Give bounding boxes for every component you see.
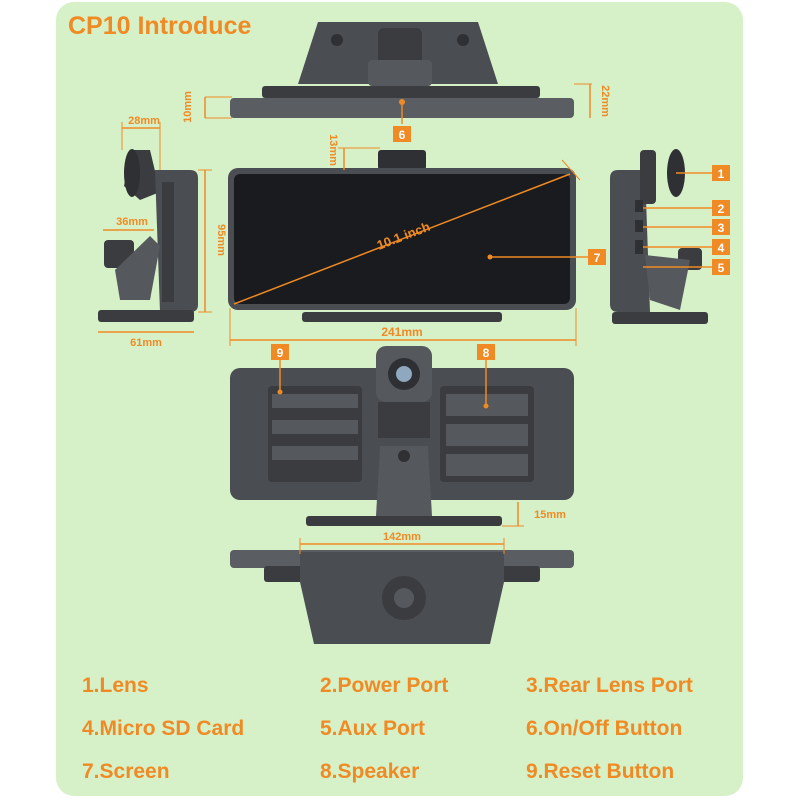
dim-13mm-label: 13mm — [327, 134, 339, 166]
top-rear-shell — [262, 86, 540, 98]
dim-61mm-label: 61mm — [130, 337, 162, 349]
callout-2-box — [712, 200, 730, 216]
dim-15mm-label: 15mm — [534, 509, 566, 521]
left-base — [98, 310, 194, 322]
right-side-view: 1 2 3 4 5 — [610, 149, 730, 324]
callout-3-number: 3 — [718, 221, 725, 235]
bottom-view: 142mm — [230, 531, 574, 644]
callout-8-box — [477, 344, 495, 360]
dim-36mm-label: 36mm — [116, 216, 148, 228]
callout-4-box — [712, 239, 730, 255]
callout-1-number: 1 — [718, 167, 725, 181]
legend-onoff-button: 6.On/Off Button — [526, 717, 683, 740]
callout-6-number: 6 — [399, 128, 406, 142]
right-mount — [640, 150, 656, 204]
legend-screen: 7.Screen — [82, 760, 170, 783]
left-side-view: 28mm 36mm 95mm 61mm — [98, 115, 227, 349]
microsd-slot-shape — [635, 240, 643, 254]
vent-slat-3 — [272, 446, 358, 460]
front-view: 13mm 10.1 inch 7 241mm — [228, 134, 606, 346]
callout-8-number: 8 — [483, 346, 490, 360]
callout-2-number: 2 — [718, 202, 725, 216]
back-base — [306, 516, 502, 526]
speaker-grille-3 — [446, 454, 528, 476]
bottom-suction-center — [394, 588, 414, 608]
left-suction-disc — [124, 149, 140, 197]
top-suction-knob — [378, 28, 422, 70]
vent-slat-2 — [272, 420, 358, 434]
right-base — [612, 312, 708, 324]
front-base — [302, 312, 502, 322]
rear-lens-port-shape — [635, 220, 643, 232]
left-device-profile — [155, 170, 198, 312]
back-center-column — [378, 402, 430, 438]
callout-1-box — [712, 165, 730, 181]
callout-5-box — [712, 259, 730, 275]
legend-micro-sd-card: 4.Micro SD Card — [82, 717, 245, 740]
callout-9-number: 9 — [277, 346, 284, 360]
callout-6-box — [393, 126, 411, 142]
dim-22mm-label: 22mm — [599, 85, 611, 117]
left-stand-arm — [115, 236, 160, 300]
back-view: 9 8 15mm — [230, 344, 574, 527]
legend-rear-lens-port: 3.Rear Lens Port — [526, 674, 693, 697]
top-view: 10mm 22mm 6 — [182, 22, 611, 142]
callout-4-number: 4 — [718, 241, 725, 255]
front-lens-housing — [378, 150, 426, 170]
callout-7-number: 7 — [594, 251, 601, 265]
top-screw-right — [457, 34, 469, 46]
speaker-marker — [483, 403, 489, 409]
dim-28mm-label: 28mm — [128, 115, 160, 127]
callout-9-box — [271, 344, 289, 360]
dim-diagonal-line — [233, 173, 571, 305]
callout-7-box — [588, 249, 606, 265]
left-vent-strip — [162, 182, 174, 302]
legend-power-port: 2.Power Port — [320, 674, 449, 697]
legend-speaker: 8.Speaker — [320, 760, 420, 783]
page-title: CP10 Introduce — [68, 12, 252, 40]
callout-3-box — [712, 219, 730, 235]
right-stand-arm — [645, 255, 690, 310]
dim-142mm-label: 142mm — [383, 531, 421, 543]
legend-aux-port: 5.Aux Port — [320, 717, 426, 740]
dim-241mm-label: 241mm — [381, 325, 422, 339]
legend-reset-button: 9.Reset Button — [526, 760, 675, 783]
reset-marker — [277, 389, 283, 395]
back-stand — [376, 446, 432, 516]
onoff-button-marker — [399, 99, 405, 105]
power-port-shape — [635, 200, 643, 212]
back-stand-screw — [398, 450, 410, 462]
callout-5-number: 5 — [718, 261, 725, 275]
dim-diagonal-tick — [561, 159, 581, 181]
vent-slat-1 — [272, 394, 358, 408]
dim-10mm-label: 10mm — [182, 91, 194, 123]
top-hinge — [368, 60, 432, 86]
rear-camera-glass — [396, 366, 412, 382]
dim-95mm-label: 95mm — [215, 224, 227, 256]
top-screw-left — [331, 34, 343, 46]
speaker-grille-2 — [446, 424, 528, 446]
legend-lens: 1.Lens — [82, 674, 149, 697]
